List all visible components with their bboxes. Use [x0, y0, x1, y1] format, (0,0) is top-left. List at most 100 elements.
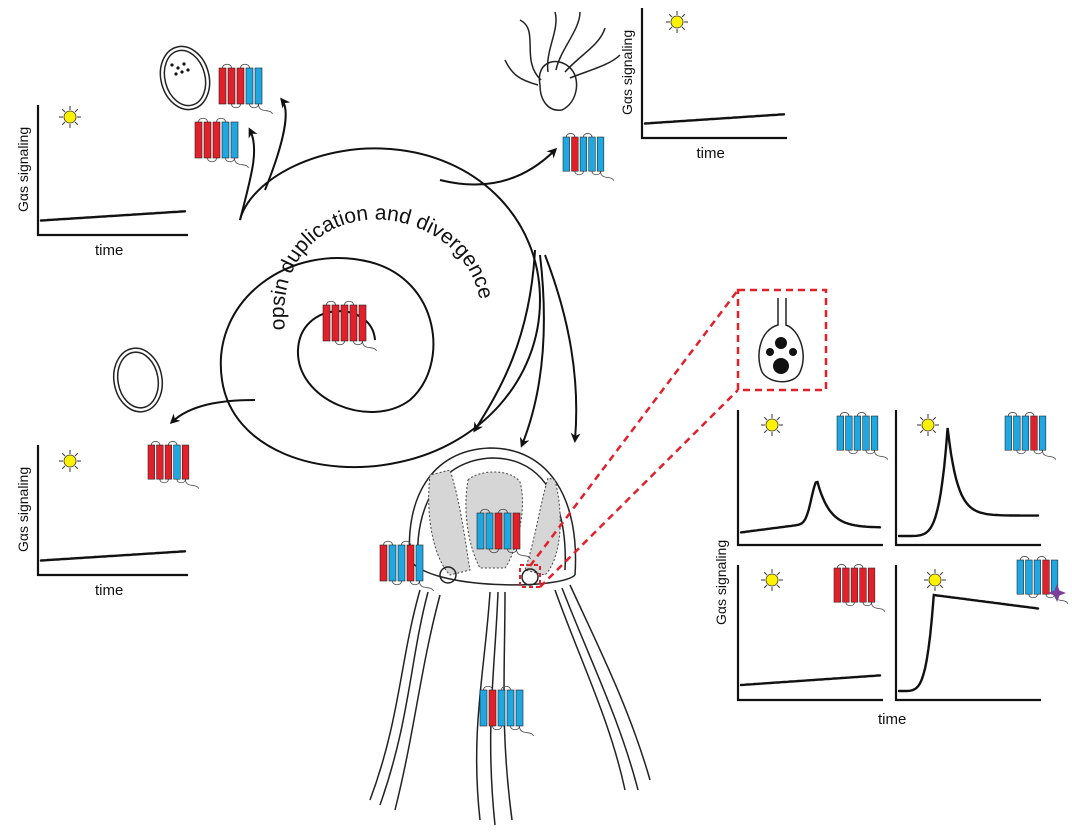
- opsin-icon-loop: [583, 133, 592, 137]
- opsin-icon-tail: [186, 479, 199, 489]
- sponge-larva-dotted: [154, 41, 217, 115]
- opsin-icon-segment: [165, 445, 172, 479]
- sponge-opsin-icon-loop: [223, 64, 232, 68]
- opsin-icon: [148, 441, 199, 488]
- sponge-opsin-icon: [219, 64, 273, 114]
- signal-curve: [741, 675, 880, 685]
- sponge-opsin-icon-segment: [228, 68, 235, 104]
- sun-icon-ray: [62, 466, 65, 469]
- sun-icon-ray: [940, 572, 943, 575]
- jellyfish-tentacle-opsin-icon-segment: [498, 690, 505, 726]
- opsin-icon-loop: [854, 564, 863, 568]
- sponge-opsin-icon-2-segment: [213, 122, 220, 158]
- opsin-icon-loop: [592, 171, 601, 175]
- sponge-opsin-icon-tail: [259, 104, 273, 114]
- jellyfish-tentacle-opsin-icon-segment: [489, 690, 496, 726]
- opsin-icon-tail: [875, 450, 888, 460]
- sponge-opsin-icon-loop: [232, 104, 241, 108]
- signal-curve: [899, 595, 1038, 691]
- sun-icon-ray: [764, 585, 767, 588]
- opsin-icon-segment: [1017, 560, 1024, 594]
- jellyfish-body-opsin-icon-segment: [380, 545, 387, 581]
- jellyfish-center-opsin-icon-segment: [495, 513, 502, 549]
- x-axis-label: time: [697, 145, 725, 162]
- opsin-icon-segment: [846, 416, 853, 450]
- sun-icon-ray: [62, 109, 65, 112]
- plot-middle-left: timeGαs signaling: [15, 441, 199, 599]
- sun-icon-disc: [64, 455, 76, 467]
- opsin-icon-segment: [871, 416, 878, 450]
- sun-icon-ray: [62, 122, 65, 125]
- sun-icon-ray: [764, 430, 767, 433]
- ancestral-opsin-icon-loop: [336, 341, 345, 345]
- sun-icon-disc: [766, 419, 778, 431]
- jellyfish-body-opsin-icon-segment: [389, 545, 396, 581]
- sun-icon-ray: [777, 430, 780, 433]
- sun-icon-disc: [64, 111, 76, 123]
- hydrozoan-medusa: [505, 12, 620, 110]
- sponge-opsin-icon-loop: [250, 104, 259, 108]
- jellyfish-tentacle-opsin-icon-loop: [502, 686, 511, 690]
- sponge-opsin-icon-2-segment: [222, 122, 229, 158]
- opsin-icon-segment: [863, 416, 870, 450]
- opsin-icon-segment: [860, 568, 867, 602]
- sun-icon-ray: [777, 417, 780, 420]
- jellyfish-tentacle-opsin-icon-loop: [493, 726, 502, 730]
- x-axis-label: time: [95, 582, 123, 599]
- opsin-icon-tail: [872, 602, 885, 612]
- sun-icon: [917, 414, 939, 436]
- x-axis-label: time: [95, 242, 123, 259]
- opsin-icon-loop: [168, 441, 177, 445]
- opsin-icon-loop: [1017, 450, 1026, 454]
- sun-icon: [924, 569, 946, 591]
- star-icon: [1048, 584, 1066, 602]
- sponge-opsin-icon-segment: [237, 68, 244, 104]
- sun-icon-ray: [62, 453, 65, 456]
- plot-grid-3: [738, 564, 885, 700]
- jellyfish-tentacle-opsin-icon-segment: [480, 690, 487, 726]
- opsin-icon-segment: [1034, 560, 1041, 594]
- opsin-icon-segment: [148, 445, 155, 479]
- jellyfish-body-opsin-icon-segment: [416, 545, 423, 581]
- box-jellyfish: [370, 448, 650, 825]
- plot-top-right: timeGαs signaling: [563, 8, 787, 181]
- plot-axes: [738, 410, 883, 545]
- sun-icon-ray: [920, 430, 923, 433]
- plot-grid-1: [738, 410, 888, 545]
- sun-icon: [761, 414, 783, 436]
- opsin-icon-loop: [857, 412, 866, 416]
- ancestral-opsin-icon-segment: [332, 305, 339, 341]
- sun-icon-ray: [777, 572, 780, 575]
- opsin-icon-loop: [1037, 556, 1046, 560]
- opsin-icon-loop: [575, 171, 584, 175]
- placozoan-outline: [109, 344, 167, 415]
- opsin-icon-loop: [863, 602, 872, 606]
- sun-icon-ray: [669, 14, 672, 17]
- opsin-icon-segment: [580, 137, 587, 171]
- ancestral-opsin-icon-loop: [354, 341, 363, 345]
- opsin-icon-segment: [1026, 560, 1033, 594]
- sponge-opsin-icon-2-loop: [217, 118, 226, 122]
- jellyfish-tentacle-opsin-icon-loop: [511, 726, 520, 730]
- signal-curve: [41, 551, 185, 560]
- opsin-icon-loop: [840, 412, 849, 416]
- y-axis-label: Gαs signaling: [15, 127, 31, 212]
- opsin-icon-segment: [563, 137, 570, 171]
- opsin-icon: [834, 564, 885, 611]
- plot-grid-2: [896, 410, 1056, 545]
- jellyfish-tentacle-opsin-icon-segment: [507, 690, 514, 726]
- sun-icon-ray: [669, 27, 672, 30]
- sponge-opsin-icon-2-tail: [235, 158, 249, 168]
- jellyfish-center-opsin-icon-segment: [513, 513, 520, 549]
- opsin-icon-segment: [834, 568, 841, 602]
- ancestral-opsin-icon-loop: [327, 301, 336, 305]
- opsin-icon-loop: [846, 602, 855, 606]
- sponge-opsin-icon-2-segment: [204, 122, 211, 158]
- opsin-icon-tail: [1043, 450, 1056, 460]
- plot-top-left: time Gαs signaling: [15, 105, 188, 259]
- opsin-icon-loop: [566, 133, 575, 137]
- grid-y-axis-label: Gαs signaling: [713, 540, 729, 625]
- sun-icon: [761, 569, 783, 591]
- grid-x-axis-label: time: [878, 711, 906, 728]
- opsin-icon-segment: [851, 568, 858, 602]
